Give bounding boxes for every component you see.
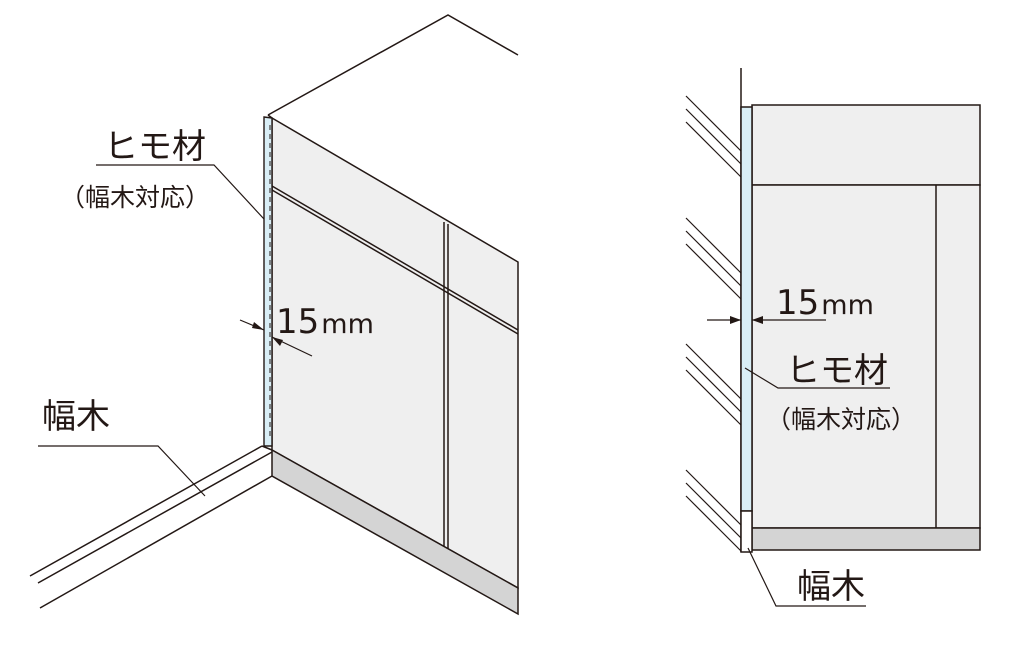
- wall-baseboard-line-3: [39, 475, 273, 609]
- dimension-arrows-front: [707, 316, 826, 324]
- strip-material-front: [740, 106, 753, 512]
- cabinet-top-edge: [267, 14, 519, 116]
- strip-leader-line-front: [744, 367, 890, 389]
- baseboard-front: [740, 510, 753, 553]
- baseboard-label-front: 幅木: [797, 567, 865, 607]
- baseboard-leader-line: [38, 445, 206, 497]
- dimension-label-front: 15mm: [776, 283, 874, 323]
- baseboard-leader-line-front: [747, 547, 866, 607]
- lower-panel: [751, 184, 981, 529]
- left-isometric-view: ヒモ材 （幅木対応） 15mm 幅木: [29, 14, 519, 616]
- strip-material: [263, 116, 273, 447]
- strip-label-front: ヒモ材: [786, 351, 888, 391]
- strip-sublabel-front: （幅木対応）: [766, 405, 916, 434]
- wall-baseboard-line-1: [29, 445, 263, 577]
- right-front-view: 15mm ヒモ材 （幅木対応） 幅木: [685, 68, 981, 607]
- cabinet-side-panel: [271, 116, 519, 590]
- strip-leader-line: [96, 164, 265, 220]
- wall-baseboard-line-2: [37, 451, 273, 584]
- dimension-unit: mm: [321, 309, 374, 340]
- dimension-value-front: 15: [776, 283, 819, 323]
- cabinet-plinth: [271, 448, 519, 616]
- dimension-unit-front: mm: [821, 290, 874, 321]
- strip-sublabel: （幅木対応）: [60, 183, 210, 212]
- panel-division-line-upper: [271, 185, 519, 331]
- dimension-arrows: [239, 319, 313, 357]
- dimension-label: 15mm: [276, 302, 374, 342]
- baseboard-label: 幅木: [42, 397, 110, 437]
- wall-hatching: [685, 95, 742, 552]
- upper-panel: [751, 104, 981, 186]
- strip-label: ヒモ材: [104, 127, 206, 167]
- dimension-value: 15: [276, 302, 319, 342]
- front-plinth: [751, 527, 981, 551]
- panel-division-line-lower: [271, 189, 519, 335]
- baseboard-end-line: [261, 445, 273, 451]
